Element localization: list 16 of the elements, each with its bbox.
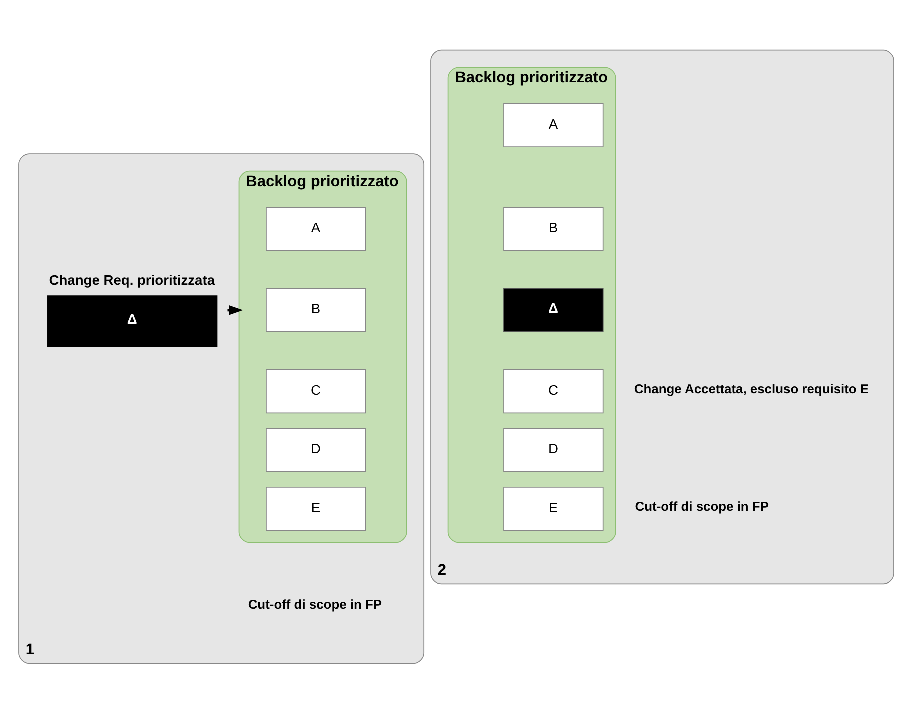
node-box: D [504, 428, 604, 472]
node-box: A [504, 102, 604, 148]
label: Cut-off di scope in FP [248, 596, 382, 612]
node-box: Δ [48, 295, 218, 347]
node-box: B [266, 288, 366, 332]
label: Cut-off di scope in FP [635, 498, 769, 514]
node-box: Δ [504, 288, 604, 332]
node-box: A [266, 206, 366, 251]
node-box: C [504, 369, 604, 414]
node-box: D [266, 428, 366, 472]
node-box: C [266, 369, 366, 414]
node-box: E [266, 486, 366, 531]
node-label: Change Req. prioritizzata [49, 272, 216, 288]
node-box: E [504, 486, 604, 531]
label: Change Accettata, escluso requisito E [634, 381, 870, 396]
node-box: B [504, 206, 604, 251]
